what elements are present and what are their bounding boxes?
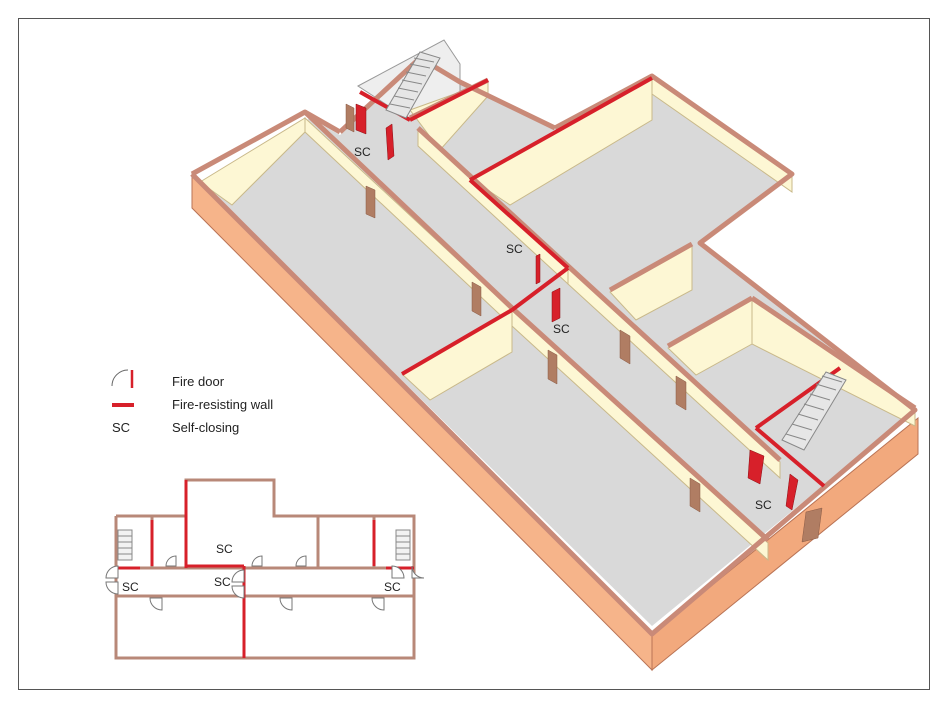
sc-label: SC — [553, 322, 570, 336]
building-3d: SC SC SC SC — [190, 39, 919, 672]
door — [365, 185, 376, 219]
door — [345, 103, 355, 133]
sc-label: SC — [216, 542, 233, 556]
sc-label: SC — [214, 575, 231, 589]
sc-label: SC — [755, 498, 772, 512]
floor-plan-door-swings — [105, 555, 425, 611]
sc-label: SC — [122, 580, 139, 594]
outer-facade-southeast — [651, 416, 919, 672]
fire-door — [747, 449, 765, 485]
sc-label: SC — [506, 242, 523, 256]
legend-sc-code: SC — [112, 420, 130, 435]
door — [689, 477, 701, 513]
legend-sc-label: Self-closing — [172, 420, 239, 435]
floor-plan — [114, 478, 416, 660]
staircase-bottom — [781, 371, 847, 451]
door — [619, 329, 631, 365]
door — [801, 507, 823, 543]
sc-label: SC — [354, 145, 371, 159]
staircase-top — [385, 51, 441, 119]
door — [675, 375, 687, 411]
fire-door-legend-icon — [111, 369, 129, 387]
fire-door — [535, 253, 541, 285]
fire-door — [551, 287, 561, 323]
fire-door — [385, 123, 395, 161]
fire-door — [355, 103, 367, 135]
doors — [345, 103, 823, 543]
door — [547, 349, 558, 385]
sc-label: SC — [384, 580, 401, 594]
legend: Fire door Fire-resisting wall SC Self-cl… — [111, 369, 273, 435]
floor-plan-stairs — [117, 529, 411, 561]
fire-doors — [355, 103, 799, 511]
legend-fire-wall-label: Fire-resisting wall — [172, 397, 273, 412]
fire-door — [785, 473, 799, 511]
door — [471, 281, 482, 317]
legend-fire-door-label: Fire door — [172, 374, 225, 389]
